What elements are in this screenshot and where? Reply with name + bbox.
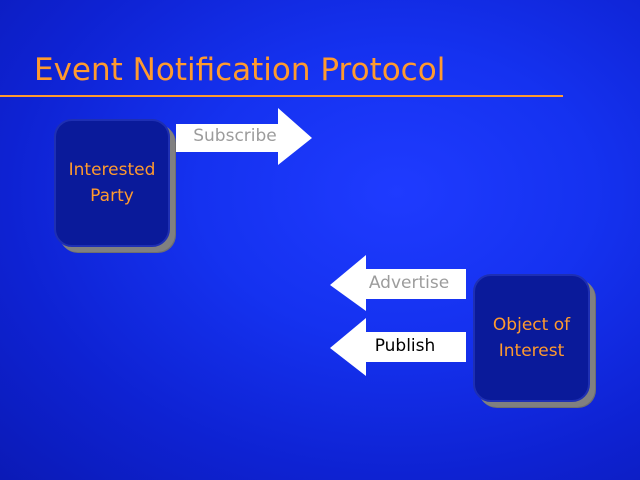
interested-party-label-line1: Interested [68, 160, 156, 180]
title-underline [0, 95, 563, 97]
subscribe-arrow [176, 108, 312, 165]
slide-title: Event Notification Protocol [34, 52, 446, 88]
publish-arrow [330, 318, 466, 376]
advertise-label: Advertise [368, 273, 450, 293]
advertise-arrow [330, 255, 466, 311]
object-of-interest-box: Object of Interest [473, 274, 590, 402]
object-of-interest-label-line1: Object of [492, 315, 571, 335]
subscribe-label: Subscribe [193, 126, 277, 146]
interested-party-label-line2: Party [90, 186, 134, 206]
object-of-interest-label-line2: Interest [498, 341, 565, 361]
interested-party-box: Interested Party [54, 119, 170, 247]
publish-label: Publish [374, 336, 436, 356]
